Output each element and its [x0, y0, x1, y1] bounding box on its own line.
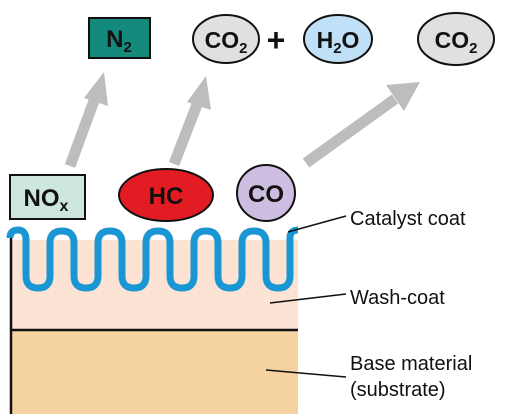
- plus-sign: +: [267, 22, 286, 58]
- wash-coat-label: Wash-coat: [350, 287, 445, 309]
- arrow-co-to-co2: [302, 82, 420, 168]
- svg-text:H2O: H2O: [317, 27, 360, 57]
- n2-box: N2: [88, 17, 151, 59]
- base-material-label: Base material: [350, 353, 472, 375]
- nox-box: NOx: [9, 174, 86, 220]
- catalyst-coat-wave: [6, 226, 299, 292]
- h2o-o: O: [342, 27, 360, 53]
- co2-right-label: CO: [435, 27, 470, 53]
- arrow-nox-to-n2: [64, 72, 108, 168]
- base-material-layer: [10, 330, 298, 414]
- catalyst-coat-leader: [287, 215, 347, 233]
- co2-left-subscript: 2: [239, 40, 247, 57]
- nox-subscript: x: [60, 198, 69, 215]
- n2-label: N: [106, 26, 123, 53]
- co2-right-subscript: 2: [469, 40, 477, 57]
- arrow-hc-to-products: [168, 76, 211, 166]
- svg-text:CO2: CO2: [205, 27, 248, 57]
- n2-subscript: 2: [124, 39, 132, 56]
- h2o-subscript: 2: [333, 40, 341, 57]
- hc-oval: HC: [118, 168, 214, 222]
- h2o-h: H: [317, 27, 334, 53]
- hc-label: HC: [149, 183, 184, 210]
- co2-oval-left: CO2: [192, 14, 260, 64]
- catalyst-coat-label: Catalyst coat: [350, 208, 466, 230]
- wash-coat-layer: [10, 240, 298, 330]
- wash-coat-leader: [269, 293, 347, 304]
- h2o-oval: H2O: [303, 14, 373, 64]
- co2-left-label: CO: [205, 27, 240, 53]
- co-label: CO: [248, 181, 284, 208]
- co2-oval-right: CO2: [417, 12, 495, 66]
- svg-text:CO2: CO2: [435, 27, 478, 57]
- co-oval: CO: [236, 164, 296, 222]
- base-material-leader: [265, 369, 347, 378]
- substrate-label: (substrate): [350, 379, 446, 401]
- nox-label: NO: [24, 185, 60, 212]
- svg-text:N2: N2: [106, 26, 132, 56]
- svg-text:NOx: NOx: [24, 185, 69, 215]
